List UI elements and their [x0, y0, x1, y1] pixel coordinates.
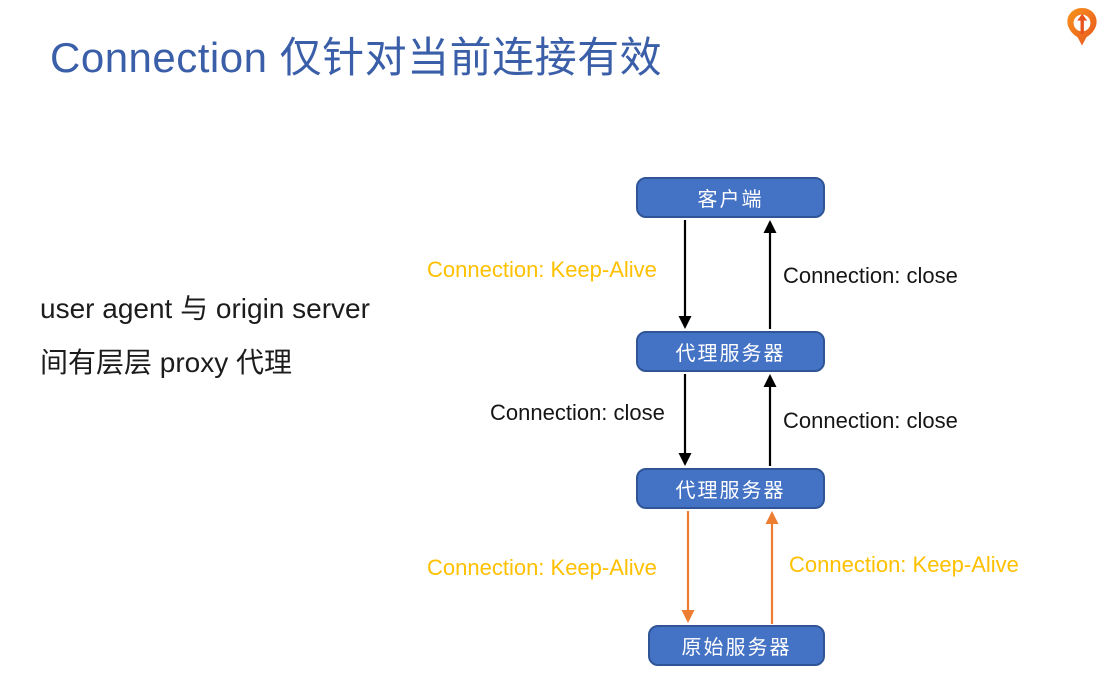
- edge-label-close-request-2: Connection: close: [490, 400, 665, 425]
- node-client: 客户端: [636, 177, 825, 218]
- edge-label-keepalive-request-1: Connection: Keep-Alive: [427, 257, 657, 282]
- node-proxy-server-1-label: 代理服务器: [675, 343, 786, 365]
- side-note-line2: 间有层层 proxy 代理: [40, 347, 293, 378]
- side-note: user agent 与 origin server 间有层层 proxy 代理: [40, 282, 370, 390]
- node-origin-server: 原始服务器: [648, 625, 825, 666]
- edge-label-close-response-1: Connection: close: [783, 263, 958, 288]
- node-proxy-server-2: 代理服务器: [636, 468, 825, 509]
- site-logo-icon: [1067, 8, 1097, 46]
- node-proxy-server-1: 代理服务器: [636, 331, 825, 372]
- slide-title: Connection 仅针对当前连接有效: [50, 34, 663, 81]
- edge-label-close-response-2: Connection: close: [783, 408, 958, 433]
- side-note-line1: user agent 与 origin server: [40, 293, 370, 324]
- node-client-label: 客户端: [697, 189, 764, 211]
- node-proxy-server-2-label: 代理服务器: [675, 480, 786, 502]
- logo-arrow-head: [1077, 13, 1088, 21]
- node-origin-server-label: 原始服务器: [681, 637, 792, 659]
- edge-label-keepalive-response-3: Connection: Keep-Alive: [789, 552, 1019, 577]
- edge-label-keepalive-request-3: Connection: Keep-Alive: [427, 555, 657, 580]
